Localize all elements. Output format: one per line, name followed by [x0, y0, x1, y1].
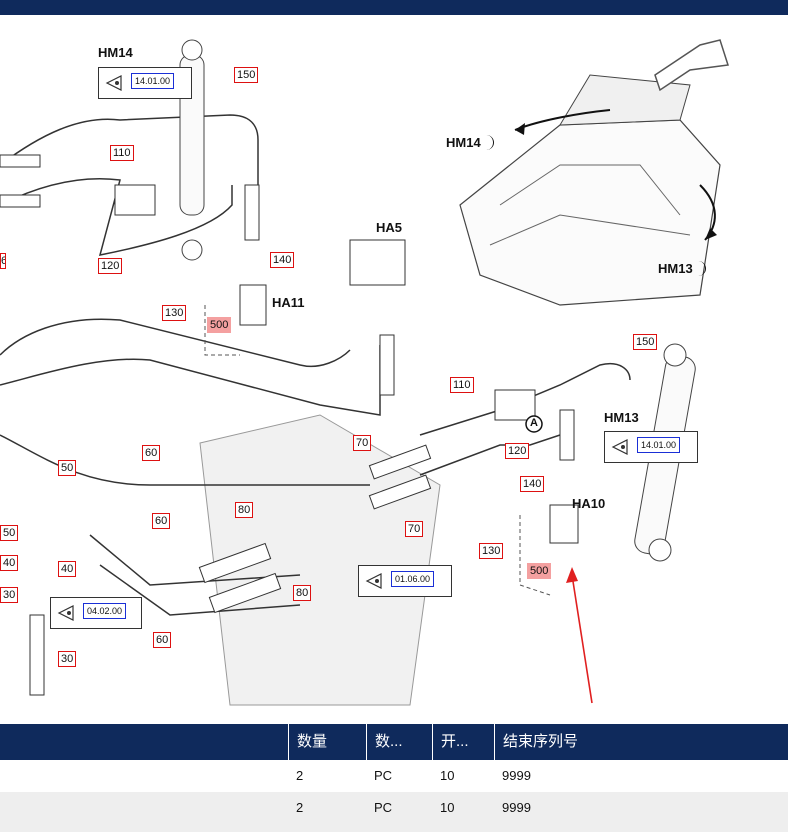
fitting-140-right [559, 409, 575, 461]
ref-30-bottom[interactable]: 30 [58, 651, 77, 667]
hm14-callout: HM14 [446, 135, 494, 150]
callout-a-label: A [530, 417, 538, 429]
cell-quantity: 2 [296, 768, 304, 783]
hm13-label: HM13 [604, 410, 639, 425]
page-ref-hm14[interactable]: 14.01.00 [98, 67, 192, 99]
ref-40-right[interactable]: 40 [58, 561, 77, 577]
ref-80-lower[interactable]: 80 [293, 585, 312, 601]
col-end-serial[interactable]: 结束序列号 [494, 724, 788, 760]
hose-110 [0, 114, 259, 185]
hydraulic-diagram: HM14 HM13 HM14 HM13 HA5 HA11 HA10 A 14.0… [0, 15, 788, 715]
page-ref-number: 14.01.00 [637, 437, 681, 453]
callout-a-circle [525, 415, 543, 433]
valve-ha10 [549, 504, 579, 544]
diagram-drawing [0, 39, 729, 706]
hose-60b [89, 534, 301, 586]
hm13-callout: HM13 [658, 261, 706, 276]
ha11-label: HA11 [272, 295, 305, 310]
fitting-left-2 [0, 194, 41, 208]
ref-40-left[interactable]: 40 [0, 555, 19, 571]
page-ref-number: 04.02.00 [83, 603, 127, 619]
ref-140-left[interactable]: 140 [270, 252, 295, 268]
fitting-80 [198, 542, 272, 584]
ref-60-mid[interactable]: 60 [142, 445, 161, 461]
ref-500-left[interactable]: 500 [207, 317, 232, 333]
ref-500-right[interactable]: 500 [527, 563, 552, 579]
ref-60-lower[interactable]: 60 [152, 513, 171, 529]
paver-machine [459, 119, 721, 306]
hose-loop-1 [0, 318, 351, 367]
page-ref-number: 01.06.00 [391, 571, 435, 587]
hose-110-right [419, 363, 631, 436]
table-row[interactable]: 2 PC 10 9999 [0, 792, 788, 832]
ref-60-bottom[interactable]: 60 [153, 632, 172, 648]
ref-150-right[interactable]: 150 [633, 334, 658, 350]
ha5-label: HA5 [376, 220, 403, 235]
hose-120-right [419, 434, 561, 476]
hose-120 [0, 177, 233, 256]
ref-140-right[interactable]: 140 [520, 476, 545, 492]
fitting-70 [368, 474, 432, 510]
valve-block-ha5 [349, 239, 406, 286]
parts-table-header: 数量 数... 开... 结束序列号 [0, 724, 788, 760]
ref-edge-cut[interactable]: 60 [0, 253, 6, 269]
hose-loop-2 [0, 345, 381, 416]
clamp-block-left [114, 184, 156, 216]
ref-110-right[interactable]: 110 [450, 377, 474, 393]
col-start-serial[interactable]: 开... [432, 724, 497, 760]
ref-130-left[interactable]: 130 [162, 305, 187, 321]
ref-120-left[interactable]: 120 [98, 258, 123, 274]
cell-end-serial: 9999 [502, 768, 531, 783]
clamp-block-right [494, 389, 536, 421]
leader-130-right [519, 515, 551, 596]
fitting-vertical [379, 334, 395, 396]
view-icon [105, 75, 122, 91]
cell-start-serial: 10 [440, 800, 455, 815]
red-pointer-arrow [571, 574, 593, 704]
page-ref-lower[interactable]: 04.02.00 [50, 597, 142, 629]
leader-130-left [204, 305, 240, 356]
ref-70-lower[interactable]: 70 [405, 521, 424, 537]
hose-60c [99, 564, 301, 616]
cell-unit: PC [374, 768, 393, 783]
ref-70-top[interactable]: 70 [353, 435, 372, 451]
view-icon [57, 605, 74, 621]
ha10-label: HA10 [572, 496, 606, 511]
ref-150-top[interactable]: 150 [234, 67, 259, 83]
page-ref-hm13[interactable]: 14.01.00 [604, 431, 698, 463]
fitting-70b [368, 444, 432, 480]
fitting-left-1 [0, 154, 41, 168]
col-unit[interactable]: 数... [366, 724, 433, 760]
view-icon [611, 439, 628, 455]
ref-120-right[interactable]: 120 [505, 443, 530, 459]
page-ref-frame[interactable]: 01.06.00 [358, 565, 452, 597]
hm14-label: HM14 [98, 45, 133, 60]
cell-end-serial: 9999 [502, 800, 531, 815]
fitting-140 [244, 184, 260, 241]
col-quantity[interactable]: 数量 [288, 724, 367, 760]
direction-arrow [654, 39, 729, 92]
cell-quantity: 2 [296, 800, 304, 815]
cell-unit: PC [374, 800, 393, 815]
ref-80-top[interactable]: 80 [235, 502, 254, 518]
ref-50-edge[interactable]: 50 [0, 525, 19, 541]
valve-ha11 [239, 284, 267, 326]
view-icon [365, 573, 382, 589]
ref-50-left[interactable]: 50 [58, 460, 77, 476]
ref-30-left[interactable]: 30 [0, 587, 19, 603]
page-ref-number: 14.01.00 [131, 73, 175, 89]
ref-110-left[interactable]: 110 [110, 145, 134, 161]
top-bar [0, 0, 788, 15]
cell-start-serial: 10 [440, 768, 455, 783]
ref-130-right[interactable]: 130 [479, 543, 504, 559]
fitting-30 [29, 614, 45, 696]
fitting-80b [208, 572, 282, 614]
table-row[interactable]: 2 PC 10 9999 [0, 760, 788, 792]
